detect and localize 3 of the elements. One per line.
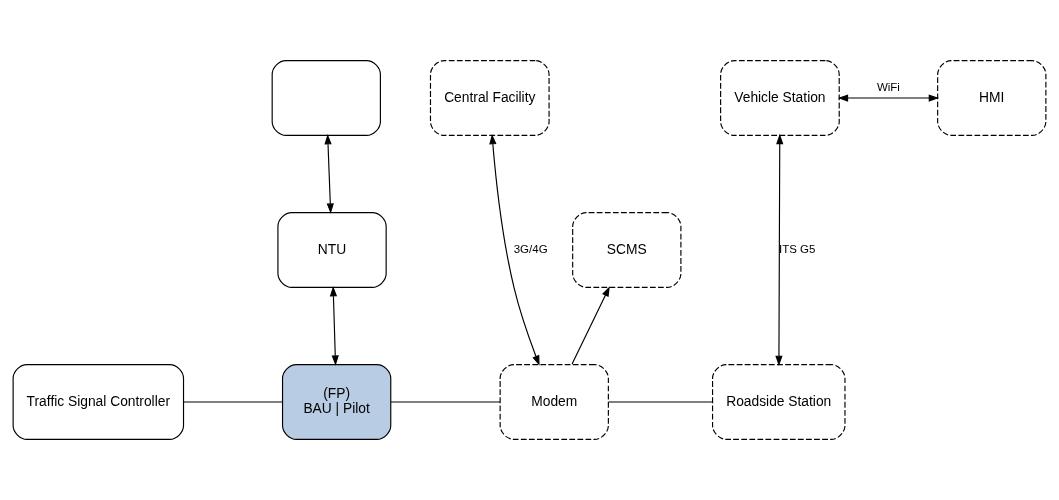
edge-label: ITS G5 — [778, 242, 816, 255]
edge-label: 3G/4G — [513, 242, 548, 255]
edge-label: WiFi — [876, 81, 900, 94]
